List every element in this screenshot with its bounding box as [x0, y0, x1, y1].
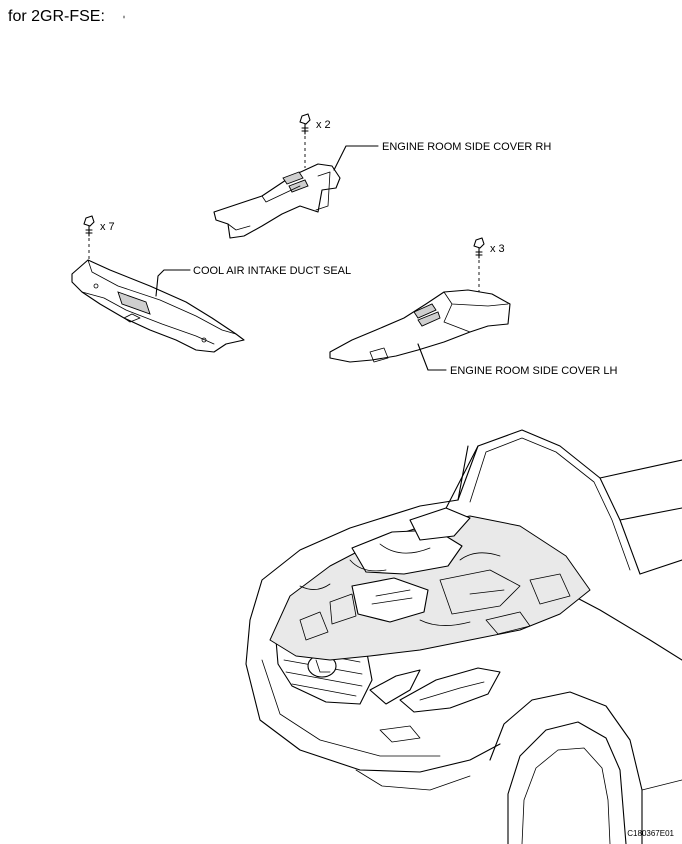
- bolt-rh: [299, 113, 311, 135]
- engine-room-side-cover-rh: [213, 163, 341, 239]
- duct-leader-line: [155, 269, 191, 297]
- lh-leader-line: [417, 343, 447, 371]
- cool-air-intake-duct-seal: [71, 259, 245, 353]
- callout-lh-cover: ENGINE ROOM SIDE COVER LH: [450, 365, 618, 377]
- bolt-duct-qty: x 7: [100, 221, 115, 233]
- bolt-rh-qty: x 2: [316, 119, 331, 131]
- figure-id: C180367E01: [627, 829, 674, 838]
- engine-room-side-cover-lh: [329, 289, 511, 363]
- rh-leader-line: [333, 145, 379, 171]
- vehicle-illustration: [245, 429, 682, 844]
- bolt-lh: [473, 237, 485, 259]
- callout-rh-cover: ENGINE ROOM SIDE COVER RH: [382, 141, 551, 153]
- page-heading: for 2GR-FSE:: [8, 8, 105, 25]
- bolt-lh-qty: x 3: [490, 243, 505, 255]
- bolt-duct: [83, 215, 95, 237]
- callout-duct-seal: COOL AIR INTAKE DUCT SEAL: [193, 265, 351, 277]
